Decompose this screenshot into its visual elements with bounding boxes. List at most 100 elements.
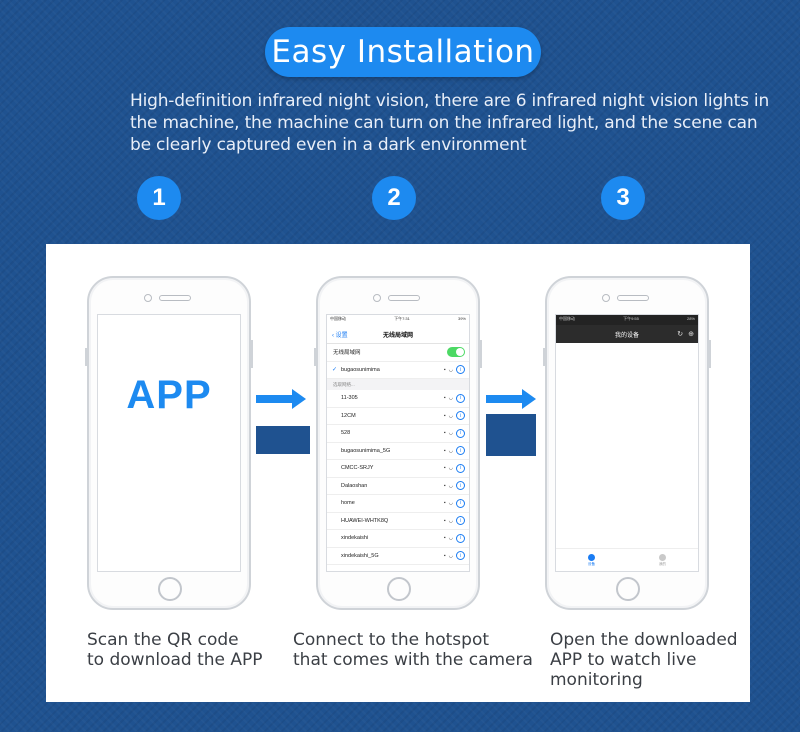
add-device-icon[interactable]: ⊕	[688, 331, 694, 338]
network-name: bugaosunimima	[341, 366, 380, 373]
info-icon[interactable]: i	[456, 533, 465, 543]
info-icon[interactable]: i	[456, 411, 465, 421]
speaker-grille	[617, 295, 649, 301]
network-name: HUAWEI-WHTK8Q	[341, 517, 389, 524]
home-button-icon	[616, 577, 640, 601]
network-row[interactable]: CMCC-SRJY▪◡i	[327, 460, 469, 478]
page-title: Easy Installation	[265, 27, 541, 77]
profile-tab-icon	[659, 553, 666, 561]
info-icon[interactable]: i	[456, 365, 465, 375]
phone-mockup-download: APP	[85, 276, 253, 610]
tab-devices[interactable]: 设备	[588, 553, 595, 567]
network-row[interactable]: HUAWEI-WHTK8Q ▪◡i	[327, 513, 469, 530]
nav-title: 我的设备	[614, 332, 639, 339]
phone-mockup-wifi: 中国移动 下午7:31 39% ‹ 设置 无线局域网 无线局域网 ✓ bugao…	[314, 276, 482, 610]
wifi-icon: ◡	[448, 535, 453, 542]
network-name: bugaosunimima_5G	[341, 447, 391, 454]
network-row[interactable]: xindekaishi_5G▪◡i	[327, 548, 469, 565]
wifi-toggle[interactable]	[447, 347, 465, 358]
battery-label: 28%	[686, 316, 695, 321]
info-icon[interactable]: i	[456, 393, 465, 403]
status-bar: 中国移动 下午9:55 28%	[556, 315, 698, 325]
back-button[interactable]: ‹ 设置	[332, 332, 348, 339]
status-time: 下午7:31	[394, 316, 410, 321]
phone-side-button	[543, 348, 545, 366]
refresh-icon[interactable]: ↻	[677, 331, 684, 338]
phone-side-button	[314, 348, 316, 366]
network-name: Dalaoshan	[341, 482, 368, 489]
info-icon[interactable]: i	[456, 516, 465, 526]
feature-description: High-definition infrared night vision, t…	[130, 91, 770, 155]
step-2-caption: Connect to the hotspot that comes with t…	[293, 630, 533, 670]
info-icon[interactable]: i	[456, 498, 465, 508]
caption-line: Scan the QR code	[87, 630, 239, 650]
nav-title: 无线局域网	[382, 332, 413, 339]
phone-side-button	[251, 340, 253, 368]
nav-bar: 我的设备 ↻ ⊕	[556, 325, 698, 343]
caption-line: monitoring	[550, 670, 643, 690]
speaker-grille	[388, 295, 420, 301]
decorative-block	[486, 414, 536, 456]
front-camera-icon	[144, 294, 152, 302]
connected-network-row[interactable]: ✓ bugaosunimima ▪◡i	[327, 362, 469, 379]
network-row[interactable]: Dalaoshan ▪◡i	[327, 478, 469, 495]
phone-mockup-app: 中国移动 下午9:55 28% 我的设备 ↻ ⊕ 设备 我的	[543, 276, 711, 610]
lock-icon: ▪	[443, 412, 446, 419]
wifi-icon: ◡	[448, 395, 453, 402]
wifi-settings-screen: 中国移动 下午7:31 39% ‹ 设置 无线局域网 无线局域网 ✓ bugao…	[326, 314, 470, 572]
wifi-icon: ◡	[448, 482, 453, 489]
lock-icon: ▪	[443, 535, 446, 542]
network-row[interactable]: home▪◡i	[327, 495, 469, 513]
tab-devices-label: 设备	[588, 561, 595, 566]
info-icon[interactable]: i	[456, 463, 465, 473]
step-2-badge: 2	[372, 176, 416, 220]
home-button-icon	[387, 577, 411, 601]
info-icon[interactable]: i	[456, 446, 465, 456]
step-1-caption: Scan the QR code to download the APP	[87, 630, 263, 670]
wifi-icon: ◡	[448, 500, 453, 507]
checkmark-icon: ✓	[332, 367, 338, 374]
network-name: 528	[341, 430, 351, 437]
lock-icon: ▪	[443, 500, 446, 507]
status-time: 下午9:55	[623, 316, 639, 321]
network-name: CMCC-SRJY	[341, 465, 374, 472]
wifi-toggle-row: 无线局域网	[327, 344, 469, 362]
caption-line: that comes with the camera	[293, 650, 533, 670]
section-header: 选取网络...	[327, 379, 469, 390]
wifi-icon: ◡	[448, 447, 453, 454]
network-row[interactable]: bugaosunimima_5G ▪◡i	[327, 443, 469, 460]
wifi-icon: ◡	[448, 412, 453, 419]
phone-side-button	[480, 340, 482, 368]
lock-icon: ▪	[443, 447, 446, 454]
step-3-badge: 3	[601, 176, 645, 220]
step-1-badge: 1	[137, 176, 181, 220]
step-3-caption: Open the downloaded APP to watch live mo…	[550, 630, 738, 690]
wifi-icon: ◡	[448, 517, 453, 524]
front-camera-icon	[602, 294, 610, 302]
network-row[interactable]: 528▪◡i	[327, 425, 469, 443]
arrow-right-icon	[256, 389, 306, 409]
network-name: 11-305	[341, 395, 358, 402]
lock-icon: ▪	[443, 517, 446, 524]
tab-me-label: 我的	[659, 561, 666, 566]
lock-icon: ▪	[443, 482, 446, 489]
device-list-screen: 中国移动 下午9:55 28% 我的设备 ↻ ⊕ 设备 我的	[555, 314, 699, 572]
wifi-toggle-label: 无线局域网	[333, 350, 361, 357]
caption-line: Open the downloaded	[550, 630, 738, 650]
network-row[interactable]: 12CM▪◡i	[327, 408, 469, 425]
tab-me[interactable]: 我的	[659, 553, 666, 567]
info-icon[interactable]: i	[456, 481, 465, 491]
home-button-icon	[158, 577, 182, 601]
front-camera-icon	[373, 294, 381, 302]
network-row[interactable]: 11-305 ▪◡i	[327, 390, 469, 408]
lock-icon: ▪	[443, 465, 446, 472]
lock-icon: ▪	[443, 395, 446, 402]
network-name: xindekaishi	[341, 535, 369, 542]
info-icon[interactable]: i	[456, 551, 465, 561]
phone-side-button	[85, 348, 87, 366]
network-name: xindekaishi_5G	[341, 552, 379, 559]
network-row[interactable]: xindekaishi ▪◡i	[327, 530, 469, 548]
wifi-icon: ◡	[448, 430, 453, 437]
info-icon[interactable]: i	[456, 428, 465, 438]
decorative-block	[256, 426, 310, 454]
